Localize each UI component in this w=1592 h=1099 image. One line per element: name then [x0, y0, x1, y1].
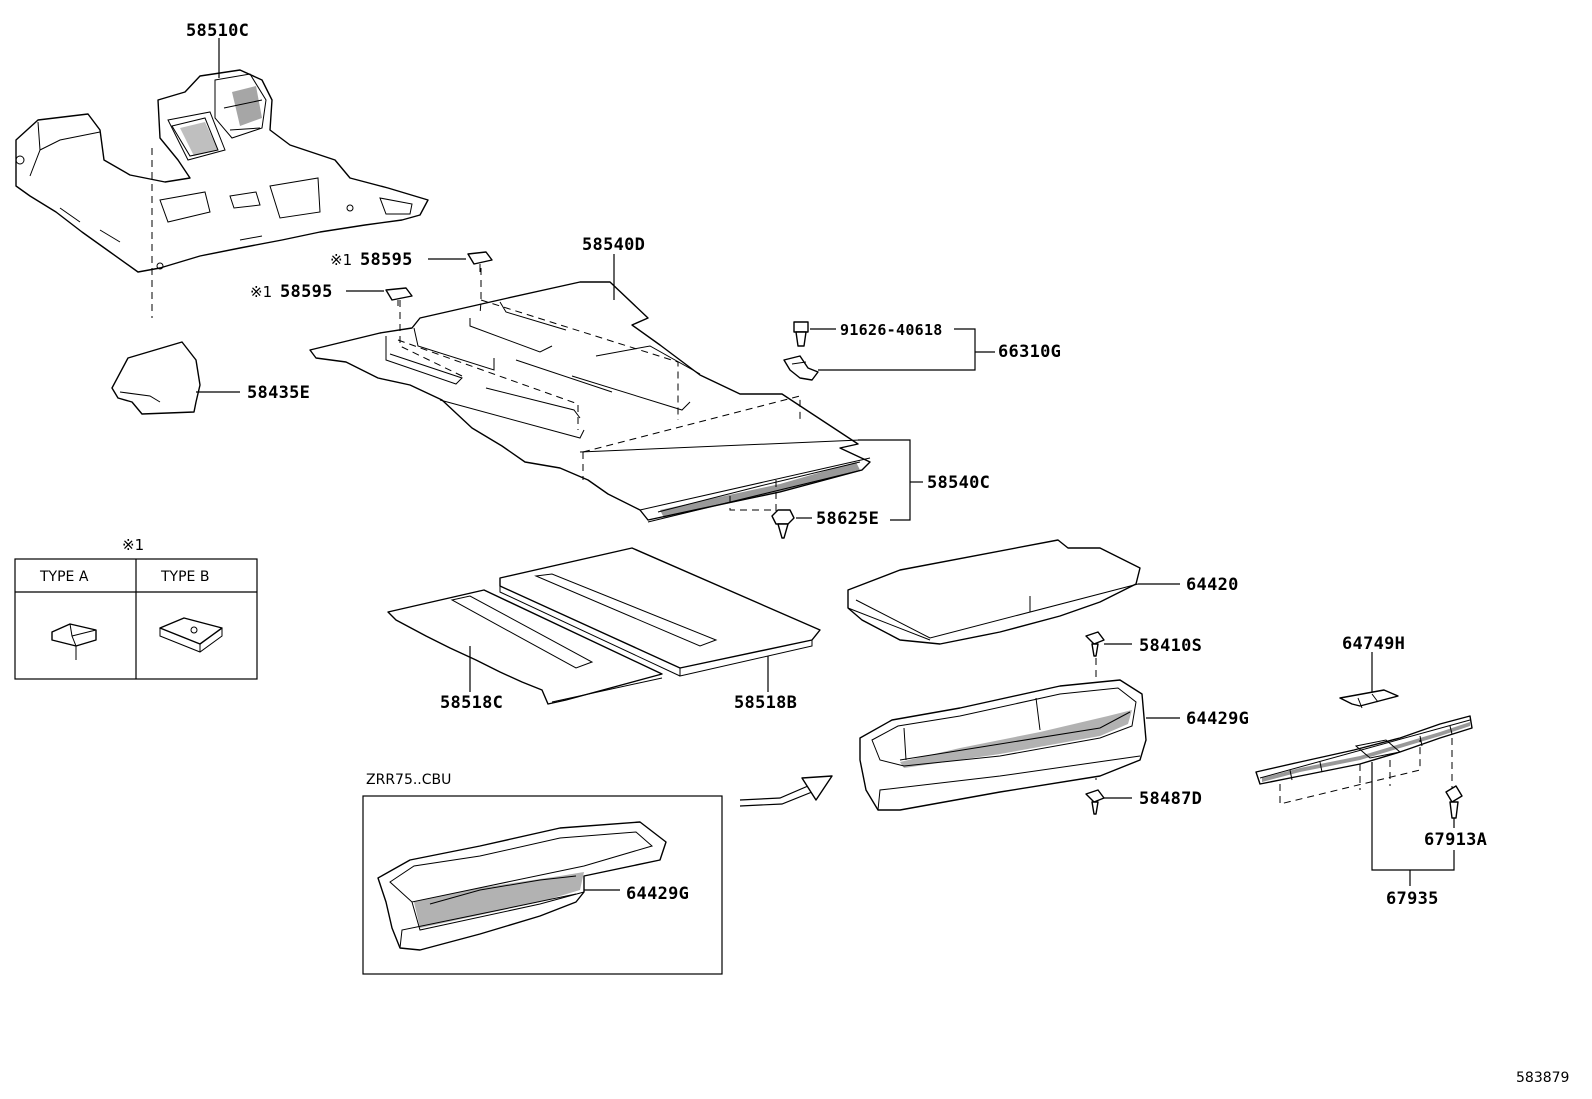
clip-58487D: [1085, 789, 1105, 815]
legend-mark: ※1: [122, 536, 145, 554]
clip-58410S: [1085, 631, 1105, 657]
clip-type-legend: [14, 558, 258, 680]
variant-inset-frame: [362, 795, 723, 975]
label-58410S: 58410S: [1139, 636, 1203, 656]
scuff-plate-67935: [1255, 715, 1473, 785]
label-58595-lower: 58595: [280, 282, 333, 302]
clip-58595-lower: [385, 287, 413, 306]
floor-silencer-pad: [111, 341, 201, 415]
rear-floor-board-assembly: [309, 281, 871, 523]
label-64749H: 64749H: [1342, 634, 1406, 654]
label-64429G-main: 64429G: [1186, 709, 1250, 729]
label-64420: 64420: [1186, 575, 1239, 595]
label-58518C: 58518C: [440, 693, 504, 713]
deck-board-58518B: [499, 547, 821, 677]
legend-type-b: TYPE B: [161, 569, 210, 585]
clip-58595-upper: [467, 251, 493, 272]
label-58625E: 58625E: [816, 509, 880, 529]
inset-title: ZRR75..CBU: [366, 772, 452, 788]
retainer-64749H: [1339, 689, 1399, 709]
label-58540C: 58540C: [927, 473, 991, 493]
label-91626-40618: 91626-40618: [840, 321, 943, 339]
arrow-icon: [739, 775, 833, 807]
clip-58625E: [771, 509, 795, 539]
deck-cover-64420: [847, 539, 1141, 645]
clip-type-a-illustration: [51, 623, 97, 660]
label-58540D: 58540D: [582, 235, 646, 255]
label-58595-upper: 58595: [360, 250, 413, 270]
note-mark-lower: ※1: [250, 283, 273, 301]
label-67913A: 67913A: [1424, 830, 1488, 850]
front-floor-carpet: [15, 69, 429, 273]
bolt-91626-40618: [793, 321, 809, 347]
label-58435E: 58435E: [247, 383, 311, 403]
bracket-66310G: [783, 355, 819, 381]
clip-type-b-illustration: [159, 617, 223, 653]
label-58518B: 58518B: [734, 693, 798, 713]
label-58487D: 58487D: [1139, 789, 1203, 809]
label-67935: 67935: [1386, 889, 1439, 909]
note-mark-upper: ※1: [330, 251, 353, 269]
luggage-tray-64429G-variant: [377, 821, 667, 951]
label-66310G: 66310G: [998, 342, 1062, 362]
label-64429G-variant: 64429G: [626, 884, 690, 904]
luggage-tray-64429G: [859, 679, 1147, 811]
diagram-id: 583879: [1516, 1070, 1570, 1086]
clip-67913A: [1445, 785, 1463, 819]
deck-board-58518C: [387, 589, 663, 705]
label-58510C: 58510C: [186, 21, 250, 41]
legend-type-a: TYPE A: [40, 569, 89, 585]
